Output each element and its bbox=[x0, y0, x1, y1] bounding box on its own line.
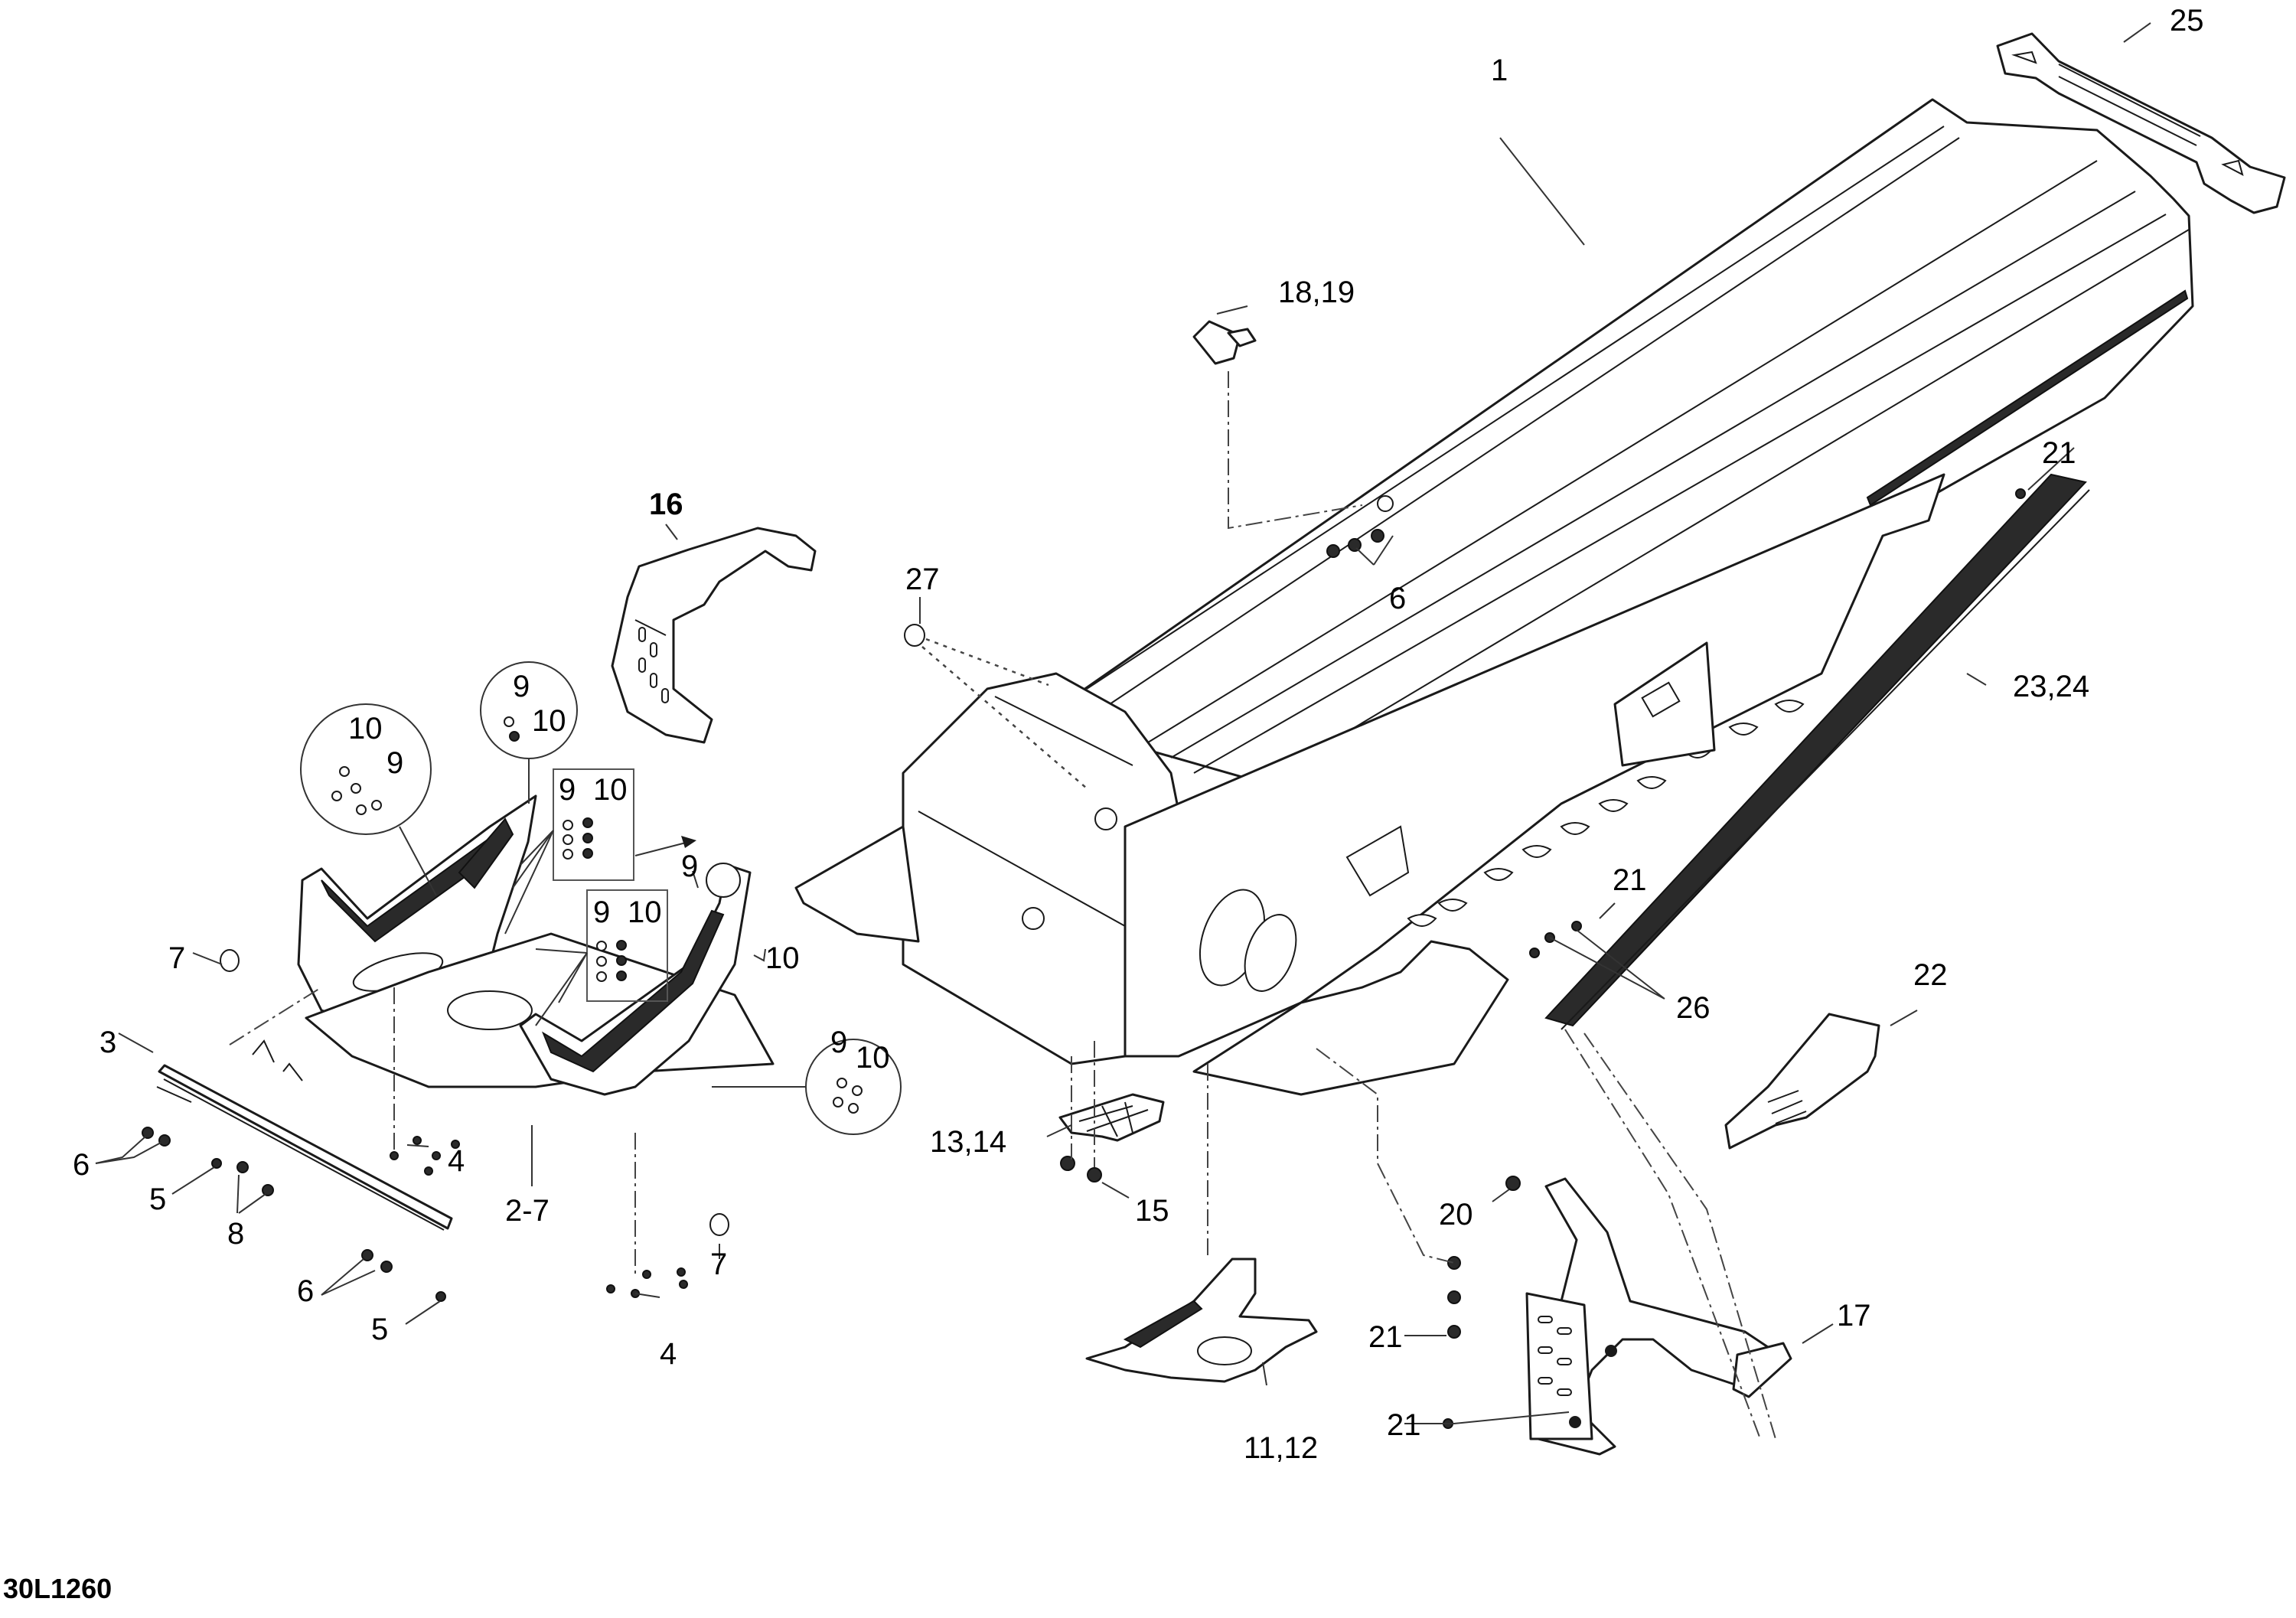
part-17-rear-support bbox=[1525, 1177, 1792, 1456]
callout-2-7: 2-7 bbox=[505, 1194, 550, 1228]
callout-22: 22 bbox=[1913, 958, 1948, 992]
callout-21-left-a: 21 bbox=[1368, 1320, 1403, 1354]
part-18-19-hinge-bracket bbox=[1192, 320, 1363, 530]
part-25-rear-bracket bbox=[1996, 32, 2286, 214]
callout-9-circle-left: 9 bbox=[386, 746, 403, 780]
callout-10-circle-right: 10 bbox=[856, 1041, 890, 1075]
part-16-steering-support bbox=[611, 527, 817, 744]
callout-11-12: 11,12 bbox=[1244, 1431, 1318, 1465]
callout-10-loose: 10 bbox=[765, 941, 800, 975]
fasteners bbox=[142, 488, 2026, 1429]
callout-8: 8 bbox=[227, 1217, 244, 1251]
part-3-side-rail bbox=[156, 1039, 453, 1231]
callout-9-circle-top: 9 bbox=[513, 670, 530, 703]
callout-21-left-b: 21 bbox=[1387, 1408, 1421, 1442]
callout-3: 3 bbox=[99, 1026, 116, 1059]
part-1-tunnel bbox=[794, 98, 2194, 1096]
callout-17: 17 bbox=[1837, 1299, 1871, 1333]
part-13-14-grip-plate bbox=[1058, 1093, 1165, 1142]
callout-5-left: 5 bbox=[149, 1183, 166, 1216]
callout-26: 26 bbox=[1676, 991, 1711, 1025]
callout-10-circle-left: 10 bbox=[348, 712, 383, 745]
figure-reference-code: 30L1260 bbox=[3, 1573, 113, 1604]
callout-27: 27 bbox=[905, 563, 940, 596]
callout-6-left: 6 bbox=[73, 1148, 90, 1182]
callout-labels: 1 25 18,19 6 21 23,24 16 27 10 9 9 10 9 … bbox=[73, 4, 2204, 1465]
callout-21-top: 21 bbox=[2042, 436, 2076, 470]
part-2-7-front-frame bbox=[297, 794, 775, 1096]
callout-9-loose: 9 bbox=[681, 850, 698, 883]
callout-leaders bbox=[95, 22, 2151, 1424]
callout-9-box-mid: 9 bbox=[593, 895, 610, 929]
support-slots bbox=[638, 627, 669, 703]
part-22-heat-shield bbox=[1724, 1013, 1880, 1150]
callout-10-box-mid: 10 bbox=[628, 895, 662, 929]
callout-20: 20 bbox=[1439, 1198, 1473, 1231]
callout-23-24: 23,24 bbox=[2013, 670, 2089, 703]
callout-10-box-top: 10 bbox=[593, 773, 628, 807]
detail-callout-frames bbox=[300, 661, 902, 1135]
callout-9-box-top: 9 bbox=[559, 773, 576, 807]
callout-6-tunnel: 6 bbox=[1389, 582, 1406, 615]
callout-10-circle-top: 10 bbox=[532, 704, 566, 738]
callout-4-mid: 4 bbox=[448, 1144, 465, 1178]
support-17-slots bbox=[1538, 1316, 1572, 1396]
part-27-plug bbox=[904, 624, 1088, 789]
callout-16: 16 bbox=[649, 488, 683, 521]
callout-18-19: 18,19 bbox=[1278, 276, 1355, 309]
callout-13-14: 13,14 bbox=[930, 1125, 1006, 1159]
callout-15: 15 bbox=[1135, 1194, 1169, 1228]
detail-fastener-glyphs bbox=[331, 716, 863, 1114]
callout-7-left: 7 bbox=[168, 941, 185, 975]
callout-25: 25 bbox=[2170, 4, 2204, 38]
callout-4-bottom: 4 bbox=[660, 1337, 677, 1371]
assembly-centerlines bbox=[229, 987, 1776, 1440]
callout-21-mid: 21 bbox=[1613, 863, 1647, 897]
part-23-24-trim-strip bbox=[1544, 473, 2090, 1030]
callout-9-circle-right: 9 bbox=[830, 1026, 847, 1059]
callout-5-lower: 5 bbox=[371, 1313, 388, 1346]
part-11-12-footrest-bracket bbox=[1085, 1258, 1318, 1383]
callout-7-right: 7 bbox=[710, 1248, 727, 1281]
callout-6-lower: 6 bbox=[297, 1274, 314, 1308]
callout-1: 1 bbox=[1491, 54, 1508, 87]
